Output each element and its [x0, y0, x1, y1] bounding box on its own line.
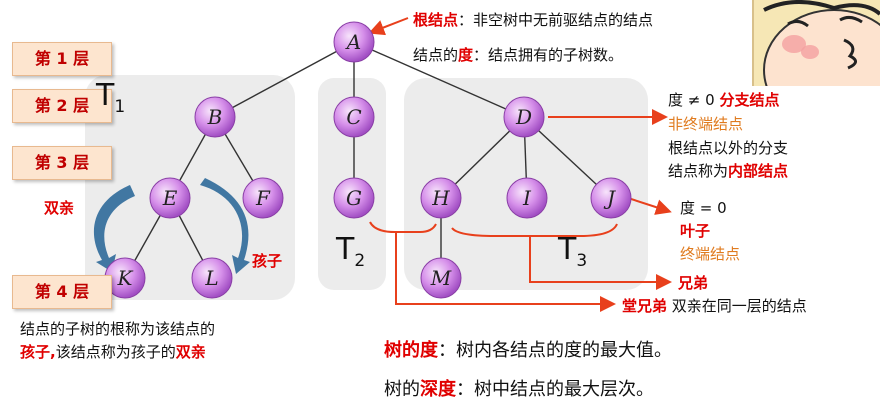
node-circle — [506, 177, 548, 219]
child-definition-line2: 孩子,该结点称为孩子的双亲 — [20, 343, 206, 361]
node-L: L — [191, 257, 233, 299]
cousin-pointer — [395, 232, 616, 312]
edge-A-D — [353, 41, 525, 118]
root-pointer — [368, 17, 409, 36]
degree-definition: 结点的度：结点拥有的子树数。 — [413, 46, 624, 64]
node-circle — [503, 96, 545, 138]
node-D: D — [503, 96, 545, 138]
level-3-label: 第 3 层 — [12, 146, 112, 180]
node-circle — [420, 177, 462, 219]
cousin-definition: 堂兄弟 双亲在同一层的结点 — [622, 297, 807, 315]
node-G: G — [333, 177, 375, 219]
sibling-pointer — [529, 236, 672, 290]
subtree-t3-label: T3 — [558, 232, 588, 271]
node-circle — [194, 96, 236, 138]
leaf-term: 叶子 — [680, 222, 711, 240]
node-label: F — [255, 186, 271, 210]
node-label: C — [346, 105, 361, 129]
parent-label: 双亲 — [44, 199, 75, 217]
node-B: B — [194, 96, 236, 138]
node-circle — [420, 257, 462, 299]
node-C: C — [333, 96, 375, 138]
node-F: F — [242, 177, 284, 219]
node-label: M — [430, 266, 452, 290]
tree-depth-definition: 树的深度：树中结点的最大层次。 — [384, 379, 654, 400]
level-2-label: 第 2 层 — [12, 89, 112, 123]
parent-arrow — [93, 185, 135, 272]
node-circle — [333, 21, 375, 63]
terminal-node-label: 终端结点 — [680, 245, 741, 263]
cartoon-mascot-image — [752, 0, 880, 86]
sibling-term: 兄弟 — [678, 274, 709, 292]
mascot-face-icon — [754, 0, 880, 86]
tree-degree-definition: 树的度：树内各结点的度的最大值。 — [384, 340, 672, 361]
node-M: M — [420, 257, 462, 299]
node-label: E — [162, 186, 178, 210]
node-label: H — [431, 186, 450, 210]
child-label: 孩子 — [252, 252, 283, 270]
leaf-pointer — [627, 197, 672, 215]
node-circle — [333, 177, 375, 219]
root-definition: 根结点：非空树中无前驱结点的结点 — [413, 11, 654, 29]
child-definition-line1: 结点的子树的根称为该结点的 — [20, 320, 216, 338]
node-label: G — [346, 186, 362, 210]
node-A: A — [333, 21, 375, 63]
node-label: I — [522, 186, 532, 210]
level-1-label: 第 1 层 — [12, 42, 112, 76]
nonterminal-node-label: 非终端结点 — [668, 115, 744, 133]
internal-node-line2: 结点称为内部结点 — [668, 162, 789, 180]
node-circle — [242, 177, 284, 219]
sibling-brace — [451, 223, 618, 237]
node-circle — [191, 257, 233, 299]
node-I: I — [506, 177, 548, 219]
node-circle — [333, 96, 375, 138]
node-E: E — [149, 177, 191, 219]
node-label: L — [204, 266, 218, 290]
internal-node-line1: 根结点以外的分支 — [668, 139, 789, 157]
branch-node-definition: 度 ≠ 0 分支结点 — [668, 91, 780, 109]
node-label: D — [515, 105, 532, 129]
node-J: J — [590, 177, 632, 219]
node-circle — [590, 177, 632, 219]
node-circle — [149, 177, 191, 219]
child-arrow — [200, 178, 250, 274]
node-label: K — [117, 266, 134, 290]
node-H: H — [420, 177, 462, 219]
leaf-degree-condition: 度 = 0 — [680, 199, 727, 217]
level-4-label: 第 4 层 — [12, 275, 112, 309]
subtree-t2-label: T2 — [336, 232, 366, 271]
tree-nodes: A B C D E F G H I J K L M — [104, 21, 632, 299]
node-label: J — [603, 186, 616, 210]
node-label: B — [207, 105, 223, 129]
node-label: A — [345, 30, 361, 54]
cousin-brace — [369, 221, 437, 233]
subtree-t1-label: T1 — [96, 78, 126, 117]
edge-A-B — [214, 41, 355, 118]
